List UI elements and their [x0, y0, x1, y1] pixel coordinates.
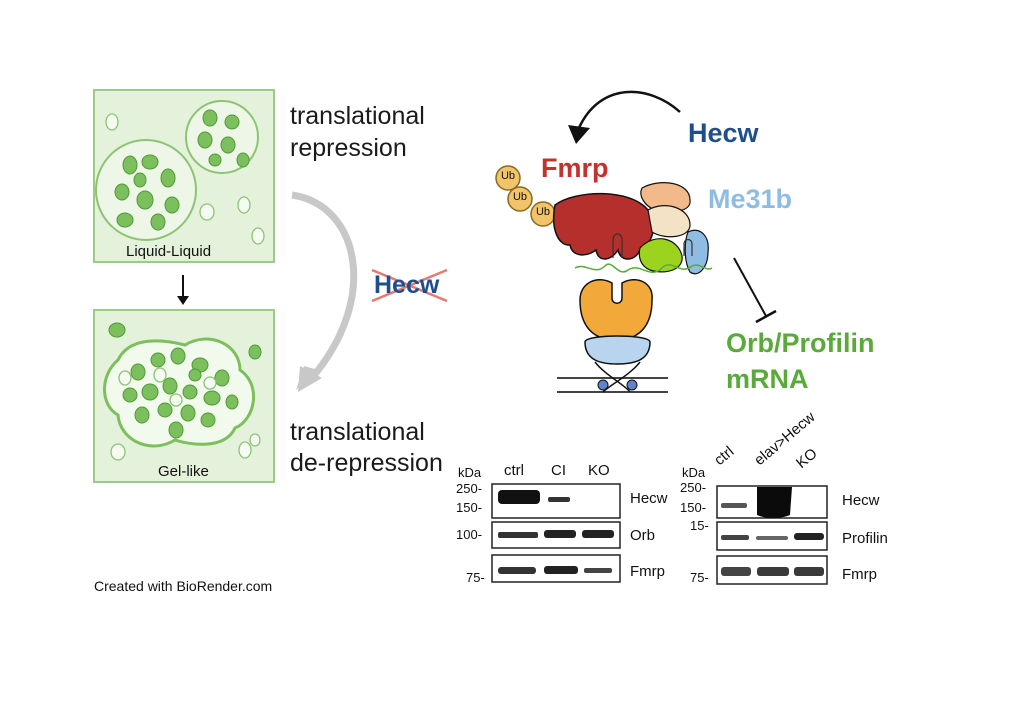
crossed-hecw-label: Hecw	[374, 271, 440, 299]
fmrp-protein	[553, 192, 655, 260]
blot1-row-hecw: Hecw	[630, 490, 668, 507]
gel-like-label: Gel-like	[158, 463, 209, 480]
blot2-row-profilin: Profilin	[842, 530, 888, 547]
blot1-lane-ctrl: ctrl	[504, 462, 524, 479]
repression-text-line2: repression	[290, 134, 407, 162]
blot1-marker-100: 100-	[456, 527, 483, 542]
blot2-marker-75: 75-	[690, 570, 709, 585]
blot1-image	[491, 483, 621, 583]
me31b-label: Me31b	[708, 184, 793, 214]
hecw-label: Hecw	[688, 118, 759, 148]
liquid-liquid-label: Liquid-Liquid	[126, 243, 212, 260]
derepression-text-line2: de-repression	[290, 449, 443, 477]
blot2-marker-150: 150-	[680, 500, 707, 515]
blot1-marker-250: 250-	[456, 481, 483, 496]
ub-label-3: Ub	[535, 206, 551, 218]
blot2-marker-15: 15-	[690, 518, 709, 533]
blot2-row-fmrp: Fmrp	[842, 566, 877, 583]
inhibition-line	[733, 257, 767, 317]
repression-text-line1: translational	[290, 102, 425, 130]
fmrp-label: Fmrp	[541, 153, 609, 183]
blot1-row-fmrp: Fmrp	[630, 563, 665, 580]
free-particles	[105, 113, 265, 245]
mrna-strand	[574, 263, 713, 273]
blot1-marker-75: 75-	[466, 570, 485, 585]
target-label-line1: Orb/Profilin	[726, 328, 875, 358]
derepression-text-line1: translational	[290, 418, 425, 446]
gel-particles	[108, 322, 262, 439]
ribosome-large-subunit	[579, 279, 653, 341]
blot2-marker-250: 250-	[680, 480, 707, 495]
blot1-lane-ci: CI	[551, 462, 566, 479]
blot1-row-orb: Orb	[630, 527, 656, 544]
blot1-lane-ko: KO	[588, 462, 610, 479]
ubiquitin-chain	[495, 165, 556, 227]
blot1-kda: kDa	[458, 465, 482, 480]
hecw-ubiquitination-arrow	[576, 90, 681, 131]
blot2-kda: kDa	[682, 465, 706, 480]
blot2-image	[716, 485, 828, 585]
ub-label-2: Ub	[512, 191, 528, 203]
biorender-credit: Created with BioRender.com	[94, 578, 273, 594]
blot2-row-hecw: Hecw	[842, 492, 880, 509]
ribosome-small-subunit	[584, 335, 651, 365]
large-droplet	[95, 139, 197, 241]
ub-label-1: Ub	[500, 170, 516, 182]
gel-free-particles	[110, 367, 261, 461]
derepression-curve-arrow	[291, 191, 358, 383]
target-label-line2: mRNA	[726, 364, 809, 394]
droplet-particles	[114, 109, 250, 231]
blot1-marker-150: 150-	[456, 500, 483, 515]
